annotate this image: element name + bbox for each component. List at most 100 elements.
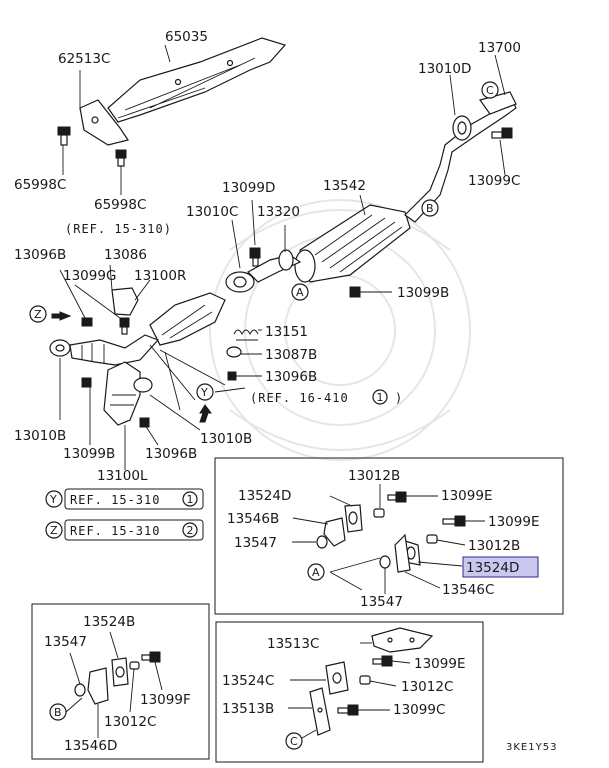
highlight-13524D[interactable] <box>462 556 539 578</box>
bracket-13513B[interactable] <box>309 687 331 736</box>
label-13010B-bottom: 13010B <box>200 431 252 447</box>
front-exhaust-pipe-13100R[interactable] <box>69 287 160 366</box>
seal-13087B[interactable] <box>226 346 242 358</box>
label-13513B: 13513B <box>222 701 274 717</box>
label-13524D-left: 13524D <box>238 488 291 504</box>
center-pipe-13320[interactable] <box>247 249 302 283</box>
legend-y: Y REF. 15-310 1 <box>45 488 204 510</box>
gasket-13010D[interactable] <box>452 115 472 141</box>
collar-13012B-top[interactable] <box>373 508 385 518</box>
marker-c-detail: C <box>290 735 298 748</box>
washer-13547-b[interactable] <box>74 683 86 697</box>
heat-shield-65035[interactable] <box>107 37 287 123</box>
label-13099G: 13099G <box>63 268 116 284</box>
legend-y-ref: REF. 15-310 <box>70 493 160 507</box>
washer-13547-bottom[interactable] <box>379 555 391 569</box>
svg-text:C: C <box>486 84 494 97</box>
bolt-13099E-c[interactable] <box>372 655 393 667</box>
bolt-13096B-mid[interactable] <box>227 371 237 381</box>
label-13096B-bottom: 13096B <box>145 446 197 462</box>
label-13010C: 13010C <box>186 204 238 220</box>
rubber-hanger-13524B[interactable] <box>111 657 129 687</box>
label-13087B: 13087B <box>265 347 317 363</box>
spring-13151[interactable] <box>233 329 259 341</box>
svg-text:Y: Y <box>200 386 208 399</box>
hanger-bracket-13546B[interactable] <box>323 517 346 547</box>
label-13547-left: 13547 <box>234 535 277 551</box>
bolt-13099C-c[interactable] <box>337 704 359 716</box>
svg-text:Z: Z <box>50 524 58 537</box>
marker-z-top: Z <box>29 305 47 323</box>
label-13099E-top: 13099E <box>441 488 492 504</box>
label-13546B: 13546B <box>227 511 279 527</box>
label-13099D: 13099D <box>222 180 275 196</box>
collar-13012C-c[interactable] <box>359 675 371 685</box>
label-13151: 13151 <box>265 324 308 340</box>
label-13547-b: 13547 <box>44 634 87 650</box>
bolt-13099B-bottom[interactable] <box>81 377 92 388</box>
label-13099F: 13099F <box>140 692 191 708</box>
label-13086: 13086 <box>104 247 147 263</box>
legend-y-num: 1 <box>187 493 194 506</box>
label-65998C-left: 65998C <box>14 177 66 193</box>
label-65998C-center: 65998C <box>94 197 146 213</box>
bolt-13099B-muffler[interactable] <box>349 286 392 298</box>
detail-box-b: B 13524B 13547 13099F 13012C 13546D <box>31 603 210 760</box>
ref-16-410-number: 1 <box>377 391 384 404</box>
collar-13012C-b[interactable] <box>129 661 140 670</box>
catalytic-converter[interactable] <box>149 292 226 346</box>
label-13099C-tail: 13099C <box>468 173 520 189</box>
bolt-65998C-left[interactable] <box>57 126 71 146</box>
ref-16-410-close: ) <box>395 391 403 405</box>
bracket-13513C[interactable] <box>371 627 434 653</box>
bolt-13096B-left[interactable] <box>81 317 93 327</box>
svg-text:Z: Z <box>34 308 42 321</box>
svg-text:A: A <box>296 286 304 299</box>
washer-13547-left[interactable] <box>316 535 328 549</box>
label-13099B-muffler: 13099B <box>397 285 449 301</box>
bolt-13099C-tail[interactable] <box>491 127 513 139</box>
bolt-13099E-right[interactable] <box>442 515 466 527</box>
direction-arrow-y <box>199 404 212 423</box>
direction-arrow-z <box>51 311 72 321</box>
detail-box-c: C 13513C 13099E 13524C 13012C 13513B 130… <box>215 621 484 763</box>
svg-text:B: B <box>426 202 434 215</box>
bolt-13099E-top[interactable] <box>387 491 407 503</box>
label-13012C-c: 13012C <box>401 679 453 695</box>
label-13546D: 13546D <box>64 738 117 754</box>
label-13513C: 13513C <box>267 636 319 652</box>
rubber-hanger-13524D-left[interactable] <box>344 504 363 533</box>
bolt-13099G[interactable] <box>119 317 130 335</box>
bolt-13099D[interactable] <box>249 247 261 267</box>
bolt-13099F[interactable] <box>141 651 161 663</box>
gasket-13010C[interactable] <box>225 271 255 293</box>
detail-box-a: A 13012B 13524D 13099E 13546B 13099E 135… <box>214 457 564 615</box>
label-13099E-c: 13099E <box>414 656 465 672</box>
label-13546C: 13546C <box>442 582 494 598</box>
label-13012B-right: 13012B <box>468 538 520 554</box>
label-13524D-highlight: 13524D <box>466 560 519 576</box>
hanger-bracket-13546D[interactable] <box>87 667 109 705</box>
bolt-65998C-center[interactable] <box>115 149 127 167</box>
label-13096B-mid: 13096B <box>265 369 317 385</box>
collar-13012B-right[interactable] <box>426 534 438 544</box>
label-13099E-right: 13099E <box>488 514 539 530</box>
bracket-62513C[interactable] <box>79 99 129 146</box>
hanger-bracket-13546C[interactable] <box>394 533 411 573</box>
main-muffler-13542[interactable] <box>294 204 411 283</box>
tail-pipe-13700[interactable] <box>404 91 517 223</box>
label-13012B-top: 13012B <box>348 468 400 484</box>
gasket-13010B-left[interactable] <box>49 339 71 357</box>
label-13010B-left: 13010B <box>14 428 66 444</box>
gasket-13010B-bottom[interactable] <box>133 377 153 393</box>
label-13700: 13700 <box>478 40 521 56</box>
label-13096B-top: 13096B <box>14 247 66 263</box>
label-13100R: 13100R <box>134 268 186 284</box>
bolt-13096B-bottom[interactable] <box>139 417 150 428</box>
ref-16-410: (REF. 16-410 <box>250 391 349 405</box>
svg-text:Y: Y <box>49 493 57 506</box>
rubber-hanger-13524C[interactable] <box>325 661 349 695</box>
label-13012C-b: 13012C <box>104 714 156 730</box>
front-exhaust-pipe-13100L[interactable] <box>103 361 141 426</box>
